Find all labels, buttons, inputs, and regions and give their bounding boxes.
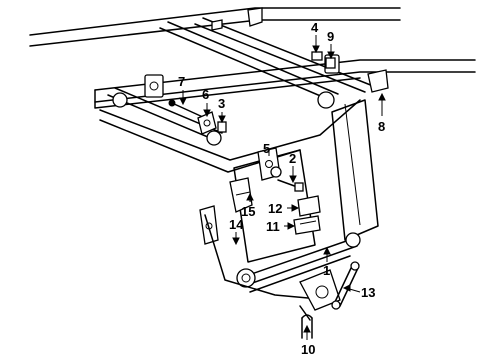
shackle-bracket-14	[199, 205, 219, 245]
callout-2: 2	[289, 151, 297, 166]
bolt-2	[277, 179, 304, 192]
nut-3	[217, 121, 227, 133]
bolt-7	[168, 99, 206, 119]
bolt-4	[311, 51, 323, 61]
leaf-spring-1	[236, 232, 361, 293]
callout-15: 15	[241, 204, 256, 219]
bracket-15	[229, 177, 253, 213]
u-bolt-10	[301, 314, 313, 339]
callout-6: 6	[202, 87, 210, 102]
callout-7: 7	[178, 74, 186, 89]
callout-12: 12	[268, 201, 283, 216]
callout-13: 13	[361, 285, 376, 300]
callout-1: 1	[323, 263, 331, 278]
callout-9: 9	[327, 29, 335, 44]
axle-assembly	[204, 214, 341, 321]
mud-flap	[233, 99, 379, 263]
leader-lines	[179, 35, 386, 340]
callout-11: 11	[266, 219, 280, 234]
hanger-bracket-5	[257, 147, 282, 181]
frame-rails	[29, 7, 476, 173]
bump-stop-12	[297, 195, 321, 217]
spacer-11	[293, 215, 321, 235]
callout-8: 8	[378, 119, 386, 134]
callout-5: 5	[263, 141, 271, 156]
callout-10: 10	[301, 342, 316, 357]
callout-3: 3	[218, 96, 226, 111]
callout-4: 4	[311, 20, 319, 35]
nut-9	[325, 57, 336, 69]
shock-absorber-13	[331, 261, 360, 310]
callout-14: 14	[229, 217, 244, 232]
